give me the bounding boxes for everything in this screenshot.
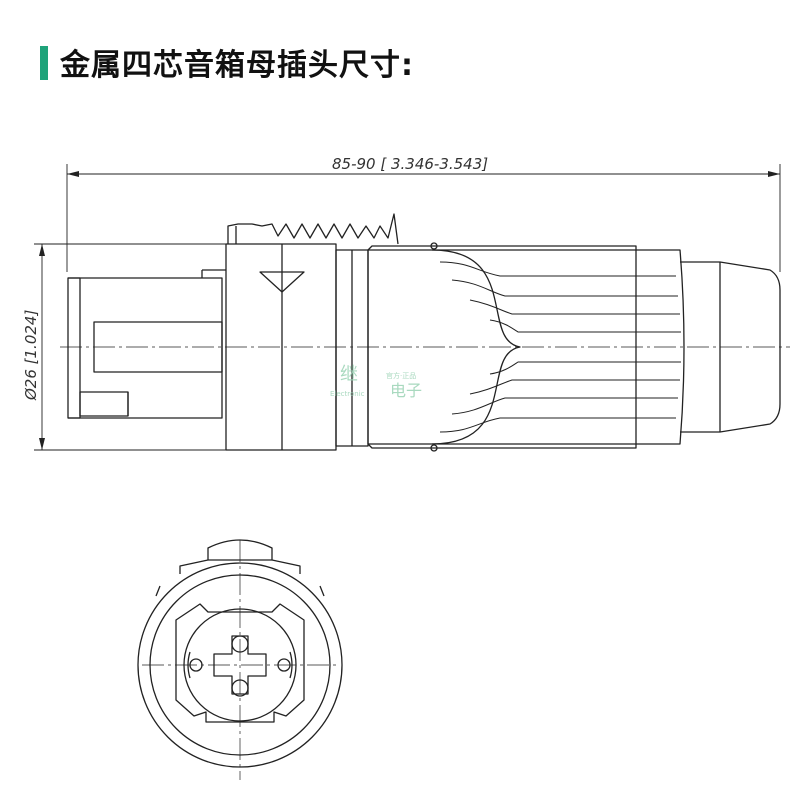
diameter-dimension [34, 243, 230, 451]
side-view [60, 213, 790, 452]
svg-text:继: 继 [340, 364, 358, 385]
page-title: 金属四芯音箱母插头尺寸: [60, 48, 414, 83]
length-dimension [66, 164, 781, 272]
watermark-logo: 继 官方·正品 Electronic 电子 [330, 364, 422, 400]
length-dimension-label: 85-90 [ 3.346-3.543] [332, 155, 488, 173]
front-view [137, 539, 343, 780]
svg-text:官方·正品: 官方·正品 [386, 371, 416, 380]
svg-text:电子: 电子 [390, 381, 422, 400]
svg-text:Electronic: Electronic [330, 390, 365, 398]
diameter-dimension-label: Ø26 [1.024] [22, 310, 40, 401]
title-accent-bar [40, 46, 48, 80]
